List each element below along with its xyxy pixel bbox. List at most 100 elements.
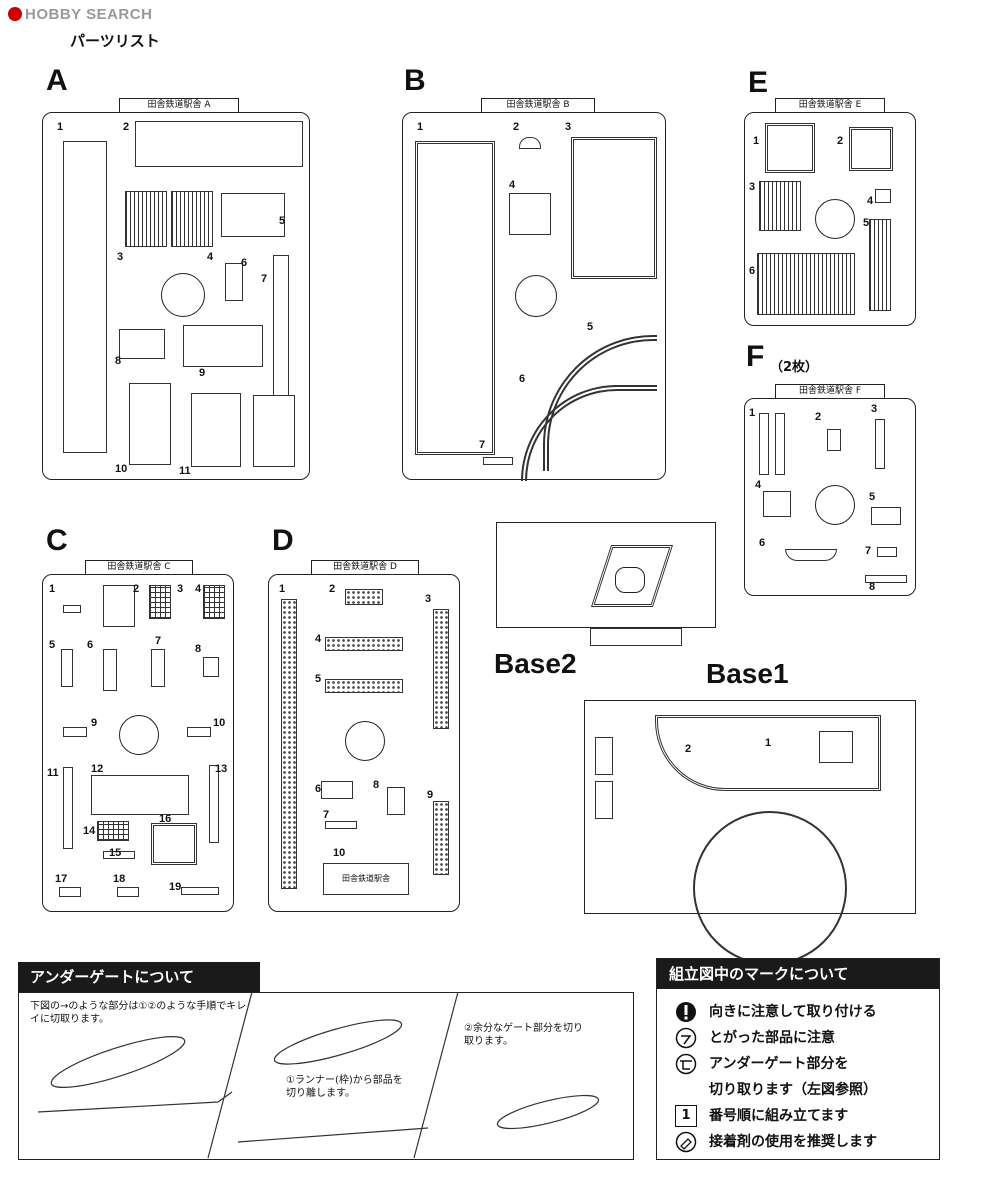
part-number: 1 [417,121,424,133]
part-number: 16 [159,813,172,825]
part-d9 [433,801,449,875]
sprue-c-letter: C [46,524,68,557]
base1-part: 1 2 [584,700,916,965]
legend-text: とがった部品に注意 [709,1030,835,1046]
part-d6 [321,781,353,799]
part-number: 17 [55,873,68,885]
part-b2 [519,137,541,149]
part-number: 5 [279,215,286,227]
part-number: 18 [113,873,126,885]
part-number: 8 [115,355,122,367]
part-b4 [509,193,551,235]
sprue-b-letter: B [404,64,426,97]
part-number: 1 [279,583,286,595]
part-number: 7 [479,439,486,451]
exclamation-icon [676,1002,696,1022]
part-a4 [171,191,213,247]
base2-label: Base2 [494,648,577,679]
part-d10-sign: 田舎鉄道駅舎 [323,863,409,895]
part-c14 [97,821,129,841]
base1-bench-top [595,737,613,775]
base2-part [496,522,716,628]
part-f8 [865,575,907,583]
number-box-icon: 1 [675,1105,697,1127]
part-number: 6 [519,373,526,385]
part-a2 [135,121,303,167]
part-c7 [151,649,165,687]
part-number: 7 [155,635,162,647]
part-number: 15 [109,847,122,859]
part-e6 [757,253,855,315]
part-number: 7 [865,545,872,557]
part-c4 [203,585,225,619]
part-number: 3 [871,403,878,415]
legend-item: 切り取ります（左図参照） [675,1077,939,1103]
base1-square-mark [819,731,853,763]
part-d1 [281,599,297,889]
part-number: 5 [315,673,322,685]
part-number: 8 [195,643,202,655]
sprue-b-tag: 田舎鉄道駅舎 B [481,98,595,113]
sprue-c-ring [119,715,159,755]
sprue-c-tag: 田舎鉄道駅舎 C [85,560,193,575]
part-number: 4 [195,583,202,595]
base2-gate [590,628,682,646]
part-number: 3 [749,181,756,193]
part-number: 5 [587,321,594,333]
sprue-e-ring [815,199,855,239]
part-b7 [483,457,513,465]
sprue-f-ring [815,485,855,525]
part-number: 2 [685,743,692,755]
base1-bench-bottom [595,781,613,819]
part-c5 [61,649,73,687]
base1-label: Base1 [706,658,789,689]
part-a3 [125,191,167,247]
part-f2 [827,429,841,451]
undergate-illustration [37,992,600,1158]
part-c2 [103,585,135,627]
legend-text: 接着剤の使用を推奨します [709,1134,877,1150]
part-number: 2 [513,121,520,133]
part-b6 [521,385,657,481]
part-c12 [91,775,189,815]
sprue-d-tag: 田舎鉄道駅舎 D [311,560,419,575]
part-number: 12 [91,763,104,775]
undergate-step0: 下図の→のような部分は①②のような手順でキレイに切取ります。 [30,1001,247,1025]
sprue-b: 田舎鉄道駅舎 B 1 2 3 4 5 6 7 [402,98,666,481]
part-e4 [875,189,891,203]
sprue-a-ring [161,273,205,317]
part-number: 1 [57,121,64,133]
part-f7 [877,547,897,557]
logo-text: HOBBY SEARCH [25,6,153,23]
part-number: 2 [329,583,336,595]
part-number: 9 [199,367,206,379]
part-number: 10 [213,717,226,729]
part-number: 1 [765,737,772,749]
part-e2 [849,127,893,171]
glue-icon [675,1131,697,1153]
part-number: 6 [759,537,766,549]
part-number: 6 [87,639,94,651]
part-number: 5 [863,217,870,229]
part-f1b [775,413,785,475]
part-number: 9 [427,789,434,801]
undergate-title: アンダーゲートについて [18,962,260,992]
part-f5 [871,507,901,525]
part-a1 [63,141,107,453]
part-a11 [191,393,241,467]
part-number: 5 [869,491,876,503]
part-e1 [765,123,815,173]
part-number: 6 [749,265,756,277]
legend-text: 切り取ります（左図参照） [709,1082,877,1098]
part-number: 10 [333,847,346,859]
undergate-icon [675,1053,697,1075]
part-a6 [225,263,243,301]
base1-track-curve [693,811,847,965]
part-c17 [59,887,81,897]
part-number: 8 [373,779,380,791]
part-number: 11 [179,465,191,477]
undergate-section: アンダーゲートについて 下図の→のような部分は①②のような手順でキレイに切取りま… [18,962,946,1160]
part-number: 4 [755,479,762,491]
legend-title: 組立図中のマークについて [657,959,939,989]
legend-item: 接着剤の使用を推奨します [675,1129,939,1155]
